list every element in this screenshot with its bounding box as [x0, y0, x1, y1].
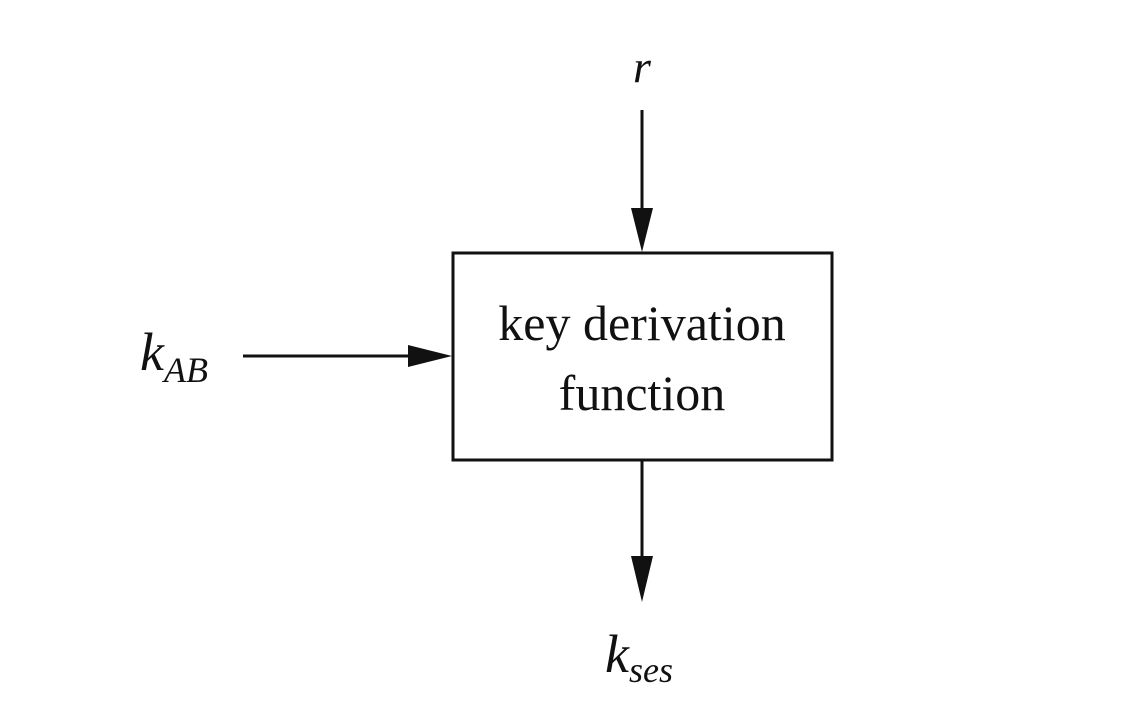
box-label-line2: function	[559, 365, 726, 421]
output-kses-label: kses	[605, 624, 673, 690]
input-kab-label: kAB	[140, 322, 208, 390]
kab-sub: AB	[162, 350, 208, 390]
arrow-r-head	[631, 208, 653, 252]
kab-main: k	[140, 322, 165, 382]
input-r-label: r	[633, 41, 652, 92]
box-label-line1: key derivation	[498, 295, 785, 351]
arrow-kab-head	[408, 345, 452, 367]
kdf-box	[451, 251, 834, 462]
arrow-kses-head	[631, 556, 653, 602]
kses-sub: ses	[629, 650, 673, 690]
kses-main: k	[605, 624, 630, 684]
